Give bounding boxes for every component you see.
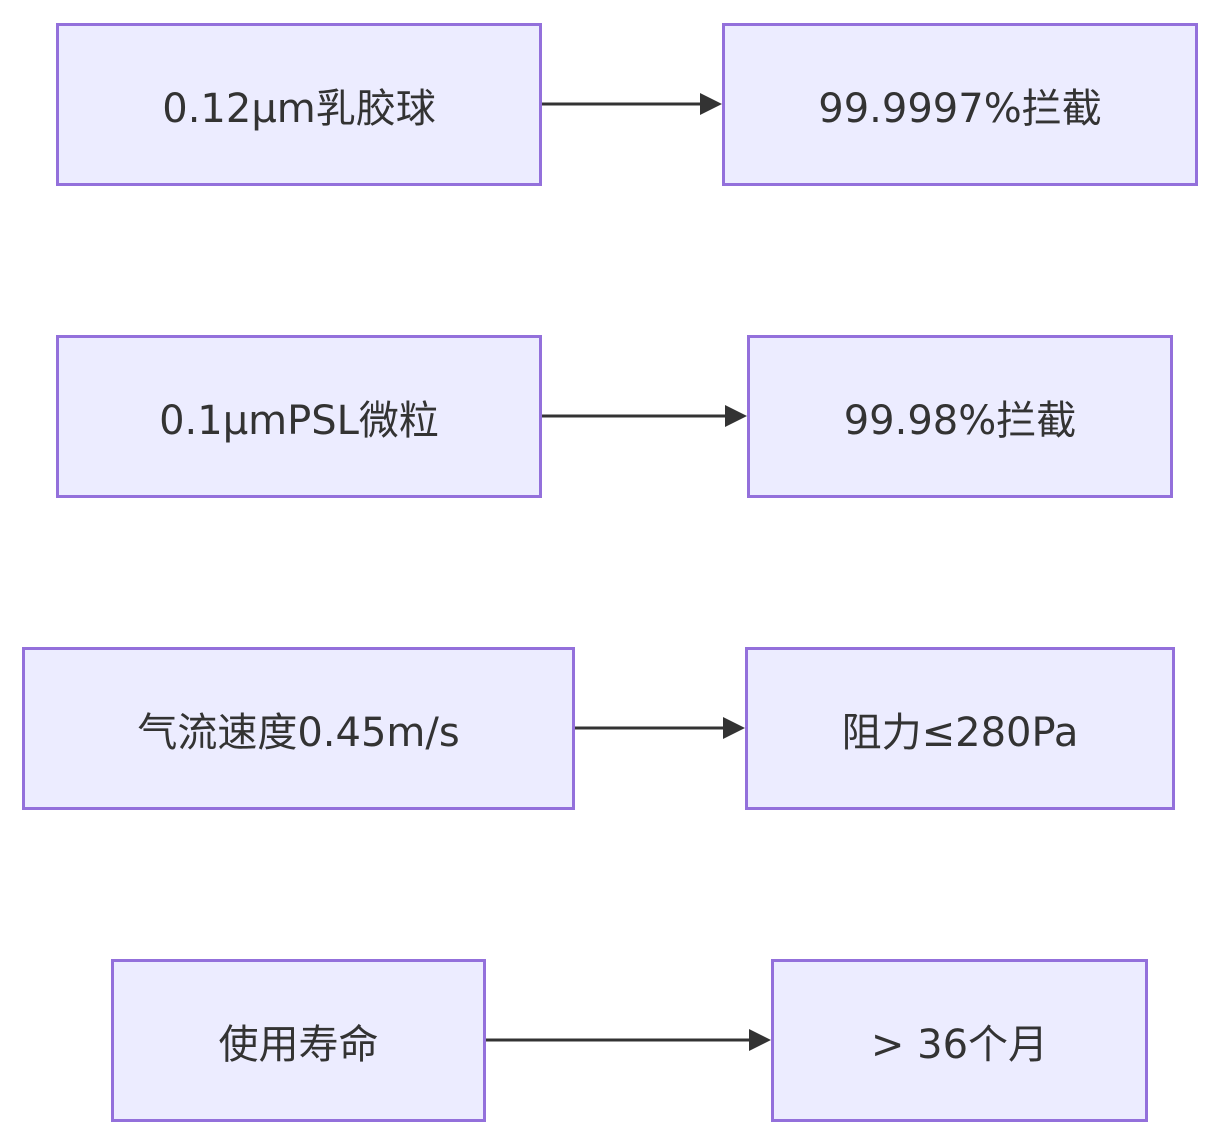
node-label: 99.98%拦截 — [843, 397, 1077, 444]
node-over-36-months: > 36个月 — [771, 959, 1148, 1122]
node-psl-particle: 0.1μmPSL微粒 — [56, 335, 542, 498]
node-resistance: 阻力≤280Pa — [745, 647, 1175, 810]
node-service-life: 使用寿命 — [111, 959, 486, 1122]
node-label: 气流速度0.45m/s — [137, 709, 460, 756]
node-label: 使用寿命 — [218, 1021, 379, 1068]
node-label: 阻力≤280Pa — [841, 709, 1079, 756]
node-interception-99-98: 99.98%拦截 — [747, 335, 1173, 498]
node-label: 99.9997%拦截 — [818, 85, 1102, 132]
edge-arrow-3 — [575, 717, 745, 739]
edge-arrow-2 — [542, 405, 747, 427]
node-airflow-velocity: 气流速度0.45m/s — [22, 647, 575, 810]
edge-arrow-4 — [486, 1029, 771, 1051]
node-label: > 36个月 — [870, 1021, 1049, 1068]
node-label: 0.1μmPSL微粒 — [159, 397, 439, 444]
node-label: 0.12μm乳胶球 — [162, 85, 436, 132]
edge-arrow-1 — [542, 93, 722, 115]
node-latex-sphere: 0.12μm乳胶球 — [56, 23, 542, 186]
node-interception-99-9997: 99.9997%拦截 — [722, 23, 1198, 186]
